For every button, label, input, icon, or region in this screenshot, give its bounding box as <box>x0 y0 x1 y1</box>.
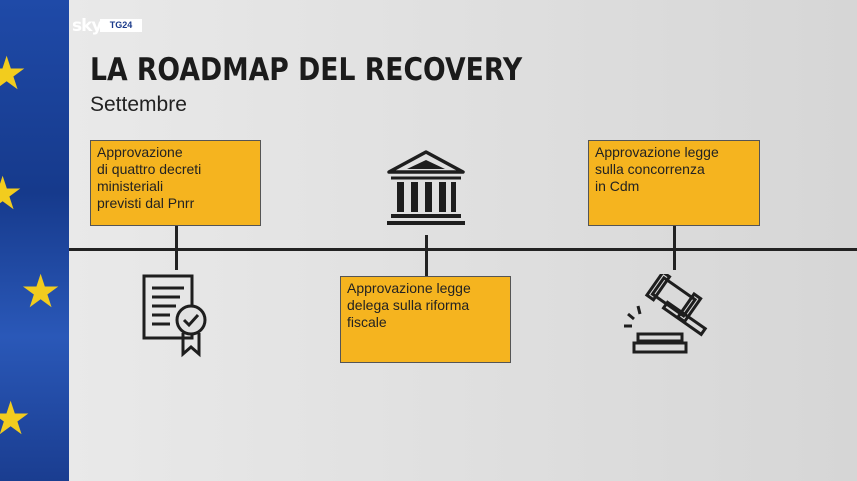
event-text-3: Approvazione legge sulla concorrenza in … <box>595 144 719 194</box>
connector-1 <box>175 225 178 270</box>
star-icon: ★ <box>20 265 62 317</box>
logo-sky: sky <box>72 16 102 36</box>
certificate-icon <box>142 274 207 358</box>
eu-flag-background: ★ ★ ★ ★ <box>0 0 70 481</box>
star-icon: ★ <box>0 47 28 99</box>
page-title: LA ROADMAP DEL RECOVERY <box>90 52 523 88</box>
event-box-1: Approvazione di quattro decreti minister… <box>90 140 261 226</box>
government-building-icon <box>387 150 465 225</box>
event-text-2: Approvazione legge delega sulla riforma … <box>347 280 471 330</box>
connector-2 <box>425 235 428 277</box>
page-subtitle: Settembre <box>90 93 187 116</box>
connector-3 <box>673 225 676 270</box>
timeline-line <box>69 248 857 251</box>
logo-tg: TG24 <box>100 19 142 32</box>
event-text-1: Approvazione di quattro decreti minister… <box>97 144 202 211</box>
gavel-icon <box>624 274 708 354</box>
channel-logo: sky TG24 <box>72 16 142 36</box>
content-panel <box>69 0 857 481</box>
event-box-3: Approvazione legge sulla concorrenza in … <box>588 140 760 226</box>
star-icon: ★ <box>0 392 32 444</box>
event-box-2: Approvazione legge delega sulla riforma … <box>340 276 511 363</box>
star-icon: ★ <box>0 167 24 219</box>
